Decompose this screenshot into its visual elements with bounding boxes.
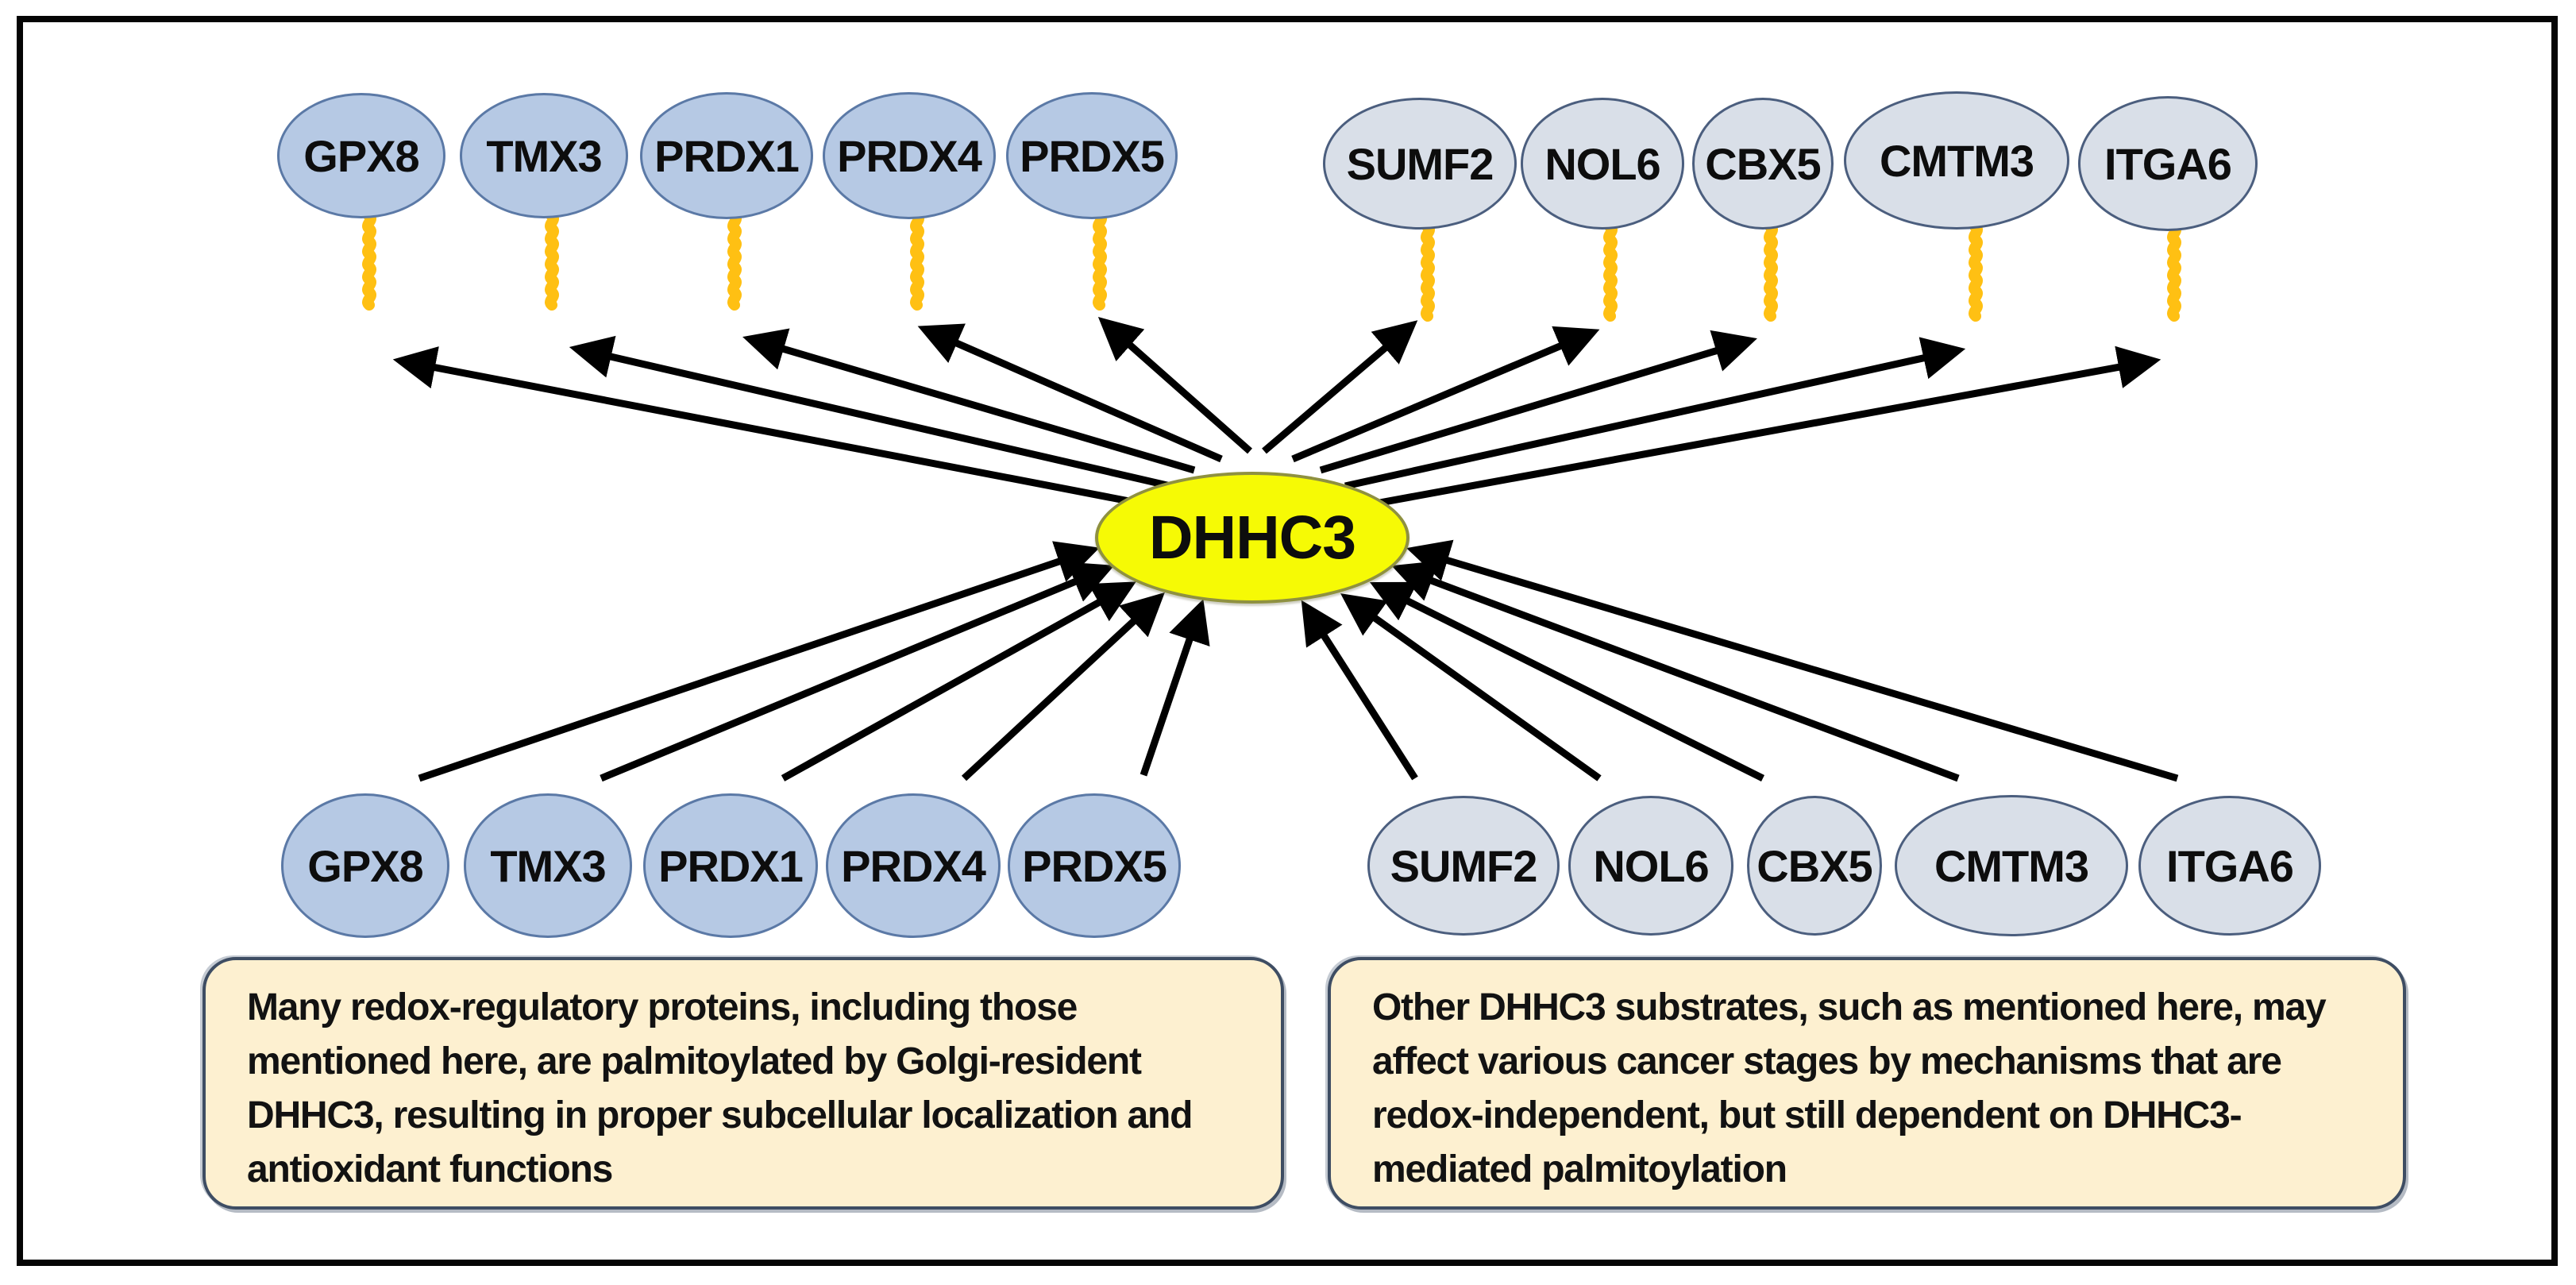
substrate-node-itga6-bottom: ITGA6 xyxy=(2138,796,2321,936)
arrow-gpx8-to-dhhc3 xyxy=(418,541,1100,782)
substrate-node-cmtm3-top: CMTM3 xyxy=(1844,91,2069,230)
palmitoyl-tail-sumf2 xyxy=(1426,214,1429,316)
substrate-node-gpx8-bottom: GPX8 xyxy=(281,793,449,938)
note-redox-substrates: Many redox-regulatory proteins, includin… xyxy=(202,957,1284,1210)
substrate-node-prdx5-top: PRDX5 xyxy=(1006,92,1178,219)
substrate-node-cbx5-top: CBX5 xyxy=(1692,98,1834,230)
palmitoyl-tail-gpx8 xyxy=(368,203,371,305)
arrow-dhhc3-to-itga6-top xyxy=(1366,345,2161,509)
enzyme-node-dhhc3: DHHC3 xyxy=(1095,472,1409,604)
arrow-dhhc3-to-prdx5-top xyxy=(1097,317,1252,454)
figure-frame xyxy=(17,16,2558,1266)
arrows-substrates-to-dhhc3 xyxy=(418,539,2179,782)
palmitoyl-tail-cbx5 xyxy=(1769,214,1772,316)
arrow-nol6-to-dhhc3 xyxy=(1340,593,1602,781)
arrow-dhhc3-to-tmx3-top xyxy=(569,335,1172,490)
substrate-node-prdx1-top: PRDX1 xyxy=(640,92,813,219)
substrate-node-tmx3-top: TMX3 xyxy=(460,93,628,218)
arrow-dhhc3-to-prdx4-top xyxy=(917,323,1223,463)
arrow-dhhc3-to-prdx1-top xyxy=(742,328,1196,474)
substrate-node-prdx5-bottom: PRDX5 xyxy=(1008,793,1181,938)
note-other-substrates: Other DHHC3 substrates, such as mentione… xyxy=(1328,957,2406,1210)
arrow-prdx5-to-dhhc3 xyxy=(1140,599,1210,777)
arrow-dhhc3-to-cbx5-top xyxy=(1319,330,1757,474)
arrow-prdx1-to-dhhc3 xyxy=(781,581,1136,781)
arrow-dhhc3-to-nol6-top xyxy=(1291,326,1600,463)
palmitoyl-tail-tmx3 xyxy=(550,203,553,305)
palmitoyl-tail-cmtm3 xyxy=(1974,214,1977,316)
substrate-node-cmtm3-bottom: CMTM3 xyxy=(1895,795,2128,936)
substrate-node-nol6-bottom: NOL6 xyxy=(1568,796,1733,936)
arrow-sumf2-to-dhhc3 xyxy=(1301,600,1418,781)
substrate-node-prdx1-bottom: PRDX1 xyxy=(643,793,818,938)
arrow-dhhc3-to-gpx8-top xyxy=(392,346,1151,509)
arrow-dhhc3-to-cmtm3-top xyxy=(1344,337,1966,490)
arrow-cbx5-to-dhhc3 xyxy=(1369,581,1765,782)
palmitoyl-tail-nol6 xyxy=(1609,214,1612,316)
substrate-node-cbx5-bottom: CBX5 xyxy=(1747,796,1882,936)
substrate-node-sumf2-top: SUMF2 xyxy=(1323,98,1517,230)
substrate-node-tmx3-bottom: TMX3 xyxy=(464,793,632,938)
arrow-cmtm3-to-dhhc3 xyxy=(1391,560,1960,782)
arrow-tmx3-to-dhhc3 xyxy=(600,561,1115,782)
substrate-node-gpx8-top: GPX8 xyxy=(277,93,445,218)
arrow-itga6-to-dhhc3 xyxy=(1406,539,2179,782)
substrate-node-prdx4-top: PRDX4 xyxy=(823,92,996,219)
substrate-node-prdx4-bottom: PRDX4 xyxy=(826,793,1001,938)
substrate-node-sumf2-bottom: SUMF2 xyxy=(1367,796,1560,936)
arrow-dhhc3-to-sumf2-top xyxy=(1262,320,1418,454)
palmitoyl-tails-other-group xyxy=(1426,214,2176,316)
arrow-prdx4-to-dhhc3 xyxy=(961,592,1165,781)
substrate-node-nol6-top: NOL6 xyxy=(1521,98,1684,230)
substrate-node-itga6-top: ITGA6 xyxy=(2078,96,2258,231)
arrows-dhhc3-to-substrates xyxy=(392,317,2161,509)
